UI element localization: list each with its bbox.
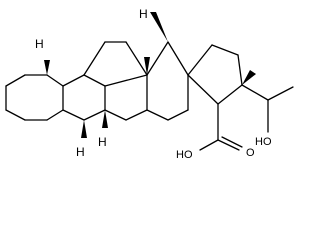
ring-a: [5, 74, 64, 121]
wedge-bond-ring-c: [144, 57, 150, 75]
wedge-bond-ring-a: [44, 60, 50, 75]
hydrogen-label-ring-d: H: [98, 135, 107, 149]
ring-d: [146, 41, 189, 121]
hydrogen-label-ring-b: H: [76, 145, 85, 159]
wedge-bond-side-chain: [242, 70, 256, 85]
hydrogen-label-ring-a: H: [35, 37, 44, 51]
hydrogen-label-ring-c: H: [139, 7, 148, 21]
hydroxyethyl-side-chain: [241, 84, 294, 133]
carboxylic-acid-group: [199, 103, 243, 151]
wedge-bond-ring-e: [150, 12, 168, 42]
carboxyl-oxygen-label: O: [246, 147, 255, 159]
ring-c: [83, 41, 148, 121]
wedge-bond-ring-d: [102, 110, 108, 128]
chemical-structure-diagram: H H H H O HO HO: [5, 7, 294, 161]
wedge-bond-ring-b: [81, 120, 87, 138]
side-chain-hydroxyl-label: HO: [255, 136, 272, 148]
ring-e: [187, 44, 243, 105]
ring-b: [62, 74, 106, 121]
carboxyl-hydroxyl-label: HO: [176, 149, 193, 161]
